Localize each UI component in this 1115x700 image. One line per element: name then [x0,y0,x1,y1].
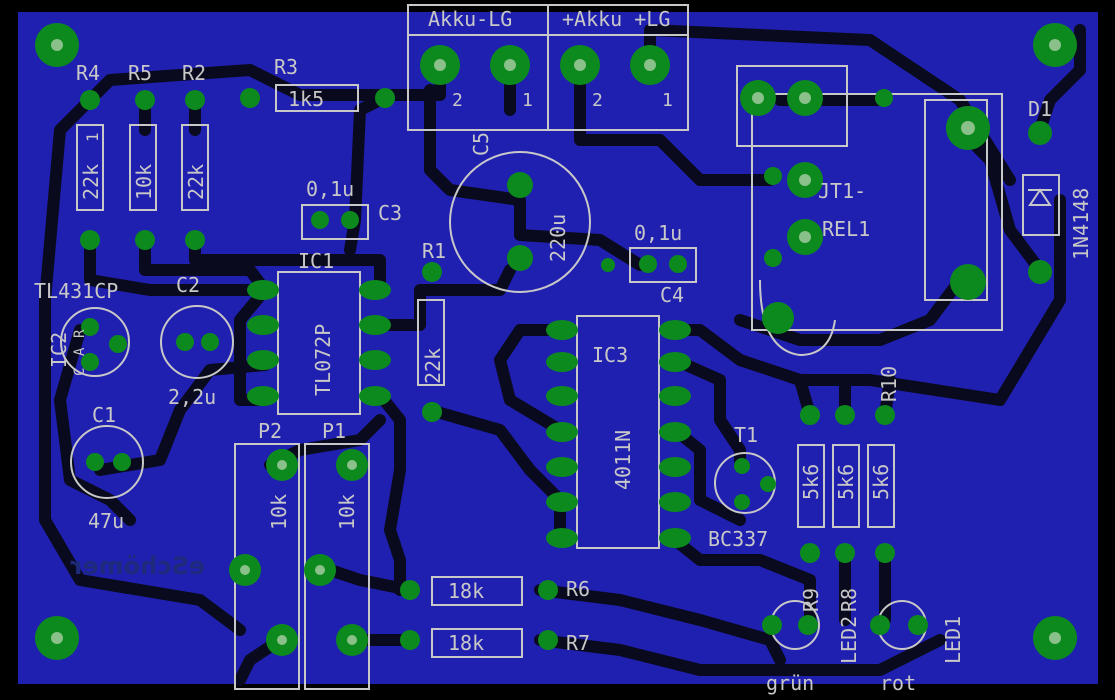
c3-ref: C3 [378,201,402,225]
r6-ref: R6 [566,577,590,601]
pads [35,23,1077,660]
ic3-ref: IC3 [592,343,628,367]
connector-lg-pin2: 2 [592,90,603,111]
r6-outline [431,576,523,606]
pad-holes [51,39,1061,645]
led2-ref: LED2 [837,616,861,664]
r3-outline [275,84,359,112]
ic2-pin-c: C [72,368,88,376]
relay-inner [924,99,988,301]
r1-outline [417,299,445,386]
c2-value: 2,2u [168,385,216,409]
ic1-outline [277,271,361,415]
p1-value: 10k [335,494,359,530]
c1-value: 47u [88,509,124,533]
c5-value: 220u [546,214,570,262]
d1-outline [1022,174,1060,236]
r8-outline [832,444,860,528]
r5-value: 10k [132,164,156,200]
ic3-value: 4011N [611,430,635,490]
r9-value: 5k6 [799,464,823,500]
ic2-value: TL431CP [34,279,118,303]
connector-lg-outline [547,4,689,131]
rel1-ref: REL1 [822,217,870,241]
r7-outline [431,628,523,658]
r2-value: 22k [184,164,208,200]
c4-value: 0,1u [634,221,682,245]
d1-ref: D1 [1028,97,1052,121]
r2-ref: R2 [182,61,206,85]
d1-value: 1N4148 [1069,188,1093,260]
r6-value: 18k [448,579,484,603]
r4-extra: 1 [83,132,102,142]
c1-ref: C1 [92,403,116,427]
led1-ref: LED1 [941,616,965,664]
led1-color: rot [880,671,916,695]
connector-lg-label: +Akku +LG [562,7,670,31]
c5-ref: C5 [469,132,493,156]
c1-outline [70,425,144,499]
r8-value: 5k6 [834,464,858,500]
r3-value: 1k5 [288,87,324,111]
t1-value: BC337 [708,527,768,551]
jt1-ref: JT1- [818,179,866,203]
connector-akku-label: Akku-LG [428,7,512,31]
ic1-value: TL072P [311,324,335,396]
r7-ref: R7 [566,631,590,655]
c3-value: 0,1u [306,177,354,201]
r4-outline [76,124,104,211]
ic1-ref: IC1 [298,249,334,273]
ic2-pin-r: R [72,329,88,338]
p1-ref: P1 [322,419,346,443]
led2-color: grün [766,671,814,695]
r5-outline [129,124,157,211]
connector-akku-pin1: 1 [522,90,533,111]
p2-ref: P2 [258,419,282,443]
r10-value: 5k6 [869,464,893,500]
r9-outline [797,444,825,528]
r3-ref: R3 [274,55,298,79]
diode-symbol [1028,188,1052,206]
r2-outline [181,124,209,211]
r1-value: 22k [421,348,445,384]
mirrored-signature: eSchömer [70,552,205,580]
c4-ref: C4 [660,283,684,307]
ic2-ref: IC2 [47,332,71,368]
r5-ref: R5 [128,61,152,85]
silkscreen [60,4,1060,690]
c3-outline [301,204,369,240]
connector-lg-pin1: 1 [662,90,673,111]
p2-value: 10k [267,494,291,530]
r4-ref: R4 [76,61,100,85]
c4-outline [629,247,697,283]
connector-akku-pin2: 2 [452,90,463,111]
c2-outline [160,305,234,379]
r8-ref: R8 [837,588,861,612]
c2-ref: C2 [176,273,200,297]
r10-ref: R10 [877,366,901,402]
ic2-pin-a: A [72,347,88,356]
ic2-outline [60,307,130,377]
t1-ref: T1 [734,423,758,447]
r9-ref: R9 [799,588,823,612]
r10-outline [867,444,895,528]
r4-value: 22k [79,164,103,200]
c5-outline [449,151,591,293]
r7-value: 18k [448,631,484,655]
jt-outline [736,65,848,147]
r1-ref: R1 [422,239,446,263]
